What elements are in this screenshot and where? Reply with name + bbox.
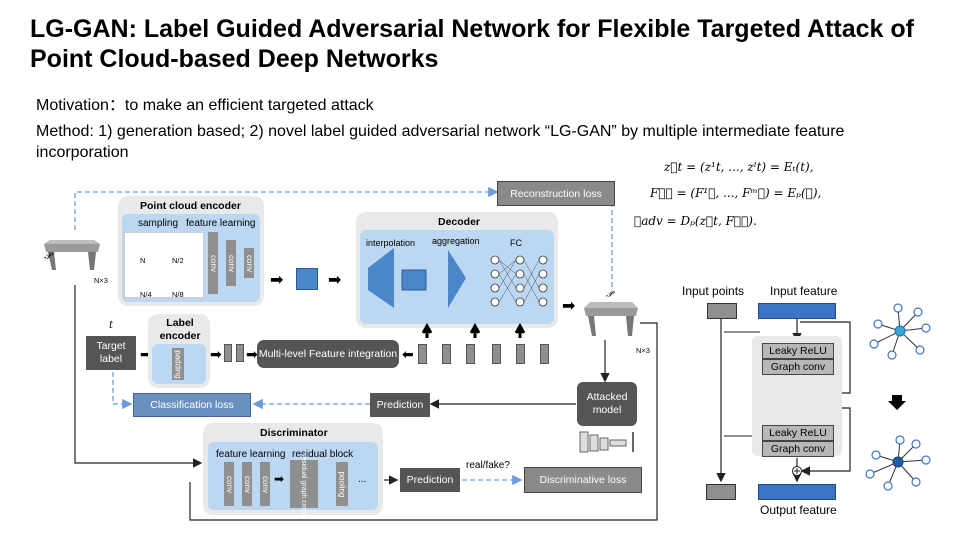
attacked-model-icon xyxy=(578,430,640,454)
arrow-icon: ➡ xyxy=(270,272,284,289)
equation-3: 𝒫adv = Dₚ(z⃗t, F⃗𝒫). xyxy=(634,214,757,228)
disc-feature-learning-label: feature learning xyxy=(216,449,286,460)
leaky-relu-box-1: Leaky ReLU xyxy=(762,343,834,359)
input-feature-label: Input feature xyxy=(770,284,838,298)
multi-level-feature-box: Multi-level Feature integration xyxy=(257,340,399,368)
residual-block-label: residual block xyxy=(292,449,354,460)
arrow-icon: ➡ xyxy=(562,298,576,315)
graph-conv-box-1: Graph conv xyxy=(762,359,834,375)
residual-graph-conv-layer: residual graph conv xyxy=(290,453,318,515)
encoder-conv-1: conv xyxy=(208,232,218,294)
output-points-block xyxy=(706,484,736,500)
feature-cube xyxy=(516,344,525,364)
arrow-icon: ➡ xyxy=(328,272,342,289)
input-symbol: 𝒫 xyxy=(44,251,52,262)
output-symbol: 𝒫̃ xyxy=(606,290,613,300)
input-dim: N×3 xyxy=(94,276,108,285)
arrow-icon: ⬅ xyxy=(402,346,414,362)
label-feature-cube xyxy=(224,344,232,362)
equation-1: z⃗t = (z¹t, ..., zˡt) = Eₜ(t), xyxy=(664,160,814,174)
encoder-conv-3: conv xyxy=(244,248,254,278)
disc-prediction-box: Prediction xyxy=(400,468,460,492)
size-n4: N/4 xyxy=(140,290,152,299)
arrow-icon: ➡ xyxy=(246,346,258,362)
discriminator-title: Discriminator xyxy=(260,427,328,439)
input-points-block xyxy=(707,303,737,319)
point-cloud-encoder-title: Point cloud encoder xyxy=(140,200,241,212)
t-symbol: t xyxy=(109,320,114,331)
pooling-layer: pooling xyxy=(336,462,348,506)
target-label-box: Target label xyxy=(86,336,136,370)
input-point-cloud-image xyxy=(40,230,104,272)
output-feature-block xyxy=(758,484,836,500)
equation-2: F⃗𝒫 = (F¹𝒫, ..., Fᵐ𝒫) = Eₚ(𝒫), xyxy=(650,186,822,200)
real-fake-label: real/fake? xyxy=(466,460,510,471)
slide-title: LG-GAN: Label Guided Adversarial Network… xyxy=(30,15,914,73)
feature-cube xyxy=(492,344,501,364)
prediction-box: Prediction xyxy=(370,393,430,417)
encoder-conv-2: conv xyxy=(226,240,236,286)
feature-cube xyxy=(540,344,549,364)
label-feature-cube xyxy=(236,344,244,362)
input-points-label: Input points xyxy=(682,284,745,298)
interpolation-label: interpolation xyxy=(366,238,416,248)
output-point-cloud-image xyxy=(580,296,642,340)
sampling-label: sampling xyxy=(138,218,179,229)
arrow-icon: ➡ xyxy=(274,472,285,486)
disc-conv-3: conv xyxy=(260,462,270,506)
size-n2: N/2 xyxy=(172,256,184,265)
size-n8: N/8 xyxy=(172,290,184,299)
fc-label: FC xyxy=(510,238,522,248)
method-text: Method: 1) generation based; 2) novel la… xyxy=(36,123,845,161)
disc-conv-2: conv xyxy=(242,462,252,506)
output-feature-label: Output feature xyxy=(760,503,837,517)
ellipsis: ... xyxy=(358,474,367,485)
latent-feature-cube xyxy=(296,268,318,290)
feature-learning-label: feature learning xyxy=(186,218,256,229)
aggregation-label: aggregation xyxy=(432,236,480,246)
reconstruction-loss-box: Reconstruction loss xyxy=(497,181,615,206)
disc-conv-1: conv xyxy=(224,462,234,506)
feature-cube xyxy=(466,344,475,364)
arrow-icon: ➡ xyxy=(140,346,152,362)
decoder-title: Decoder xyxy=(438,216,481,228)
attacked-model-box: Attacked model xyxy=(577,382,637,426)
leaky-relu-box-2: Leaky ReLU xyxy=(762,425,834,441)
output-dim: N×3 xyxy=(636,346,650,355)
input-feature-block xyxy=(758,303,836,319)
discriminative-loss-box: Discriminative loss xyxy=(524,467,642,493)
size-n: N xyxy=(140,256,146,265)
graph-conv-box-2: Graph conv xyxy=(762,441,834,457)
feature-cube xyxy=(442,344,451,364)
motivation-text: Motivation：to make an efficient targeted… xyxy=(36,97,374,114)
sampling-thumbnails xyxy=(124,232,204,298)
classification-loss-box: Classification loss xyxy=(133,393,251,417)
padding-layer: padding xyxy=(172,348,184,380)
feature-cube xyxy=(418,344,427,364)
arrow-icon: ➡ xyxy=(210,346,222,362)
label-encoder-title: Label encoder xyxy=(159,317,201,342)
